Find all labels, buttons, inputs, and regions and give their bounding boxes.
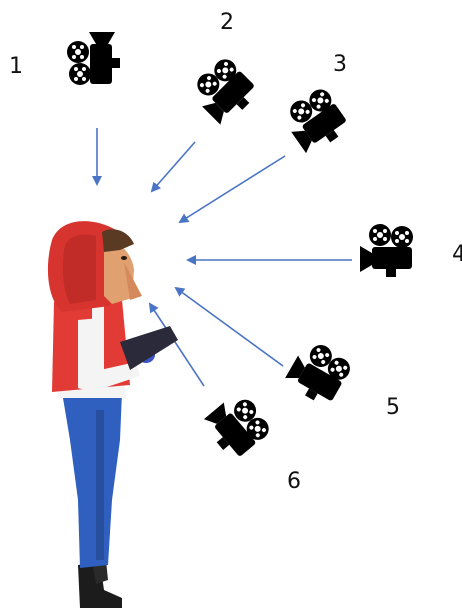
camera-5-icon [283,336,355,408]
camera-4-label: 4 [452,244,462,266]
arrow-camera-2 [152,142,195,191]
camera-6-label: 6 [287,471,301,493]
camera-2-icon [186,53,261,128]
character-figure [48,221,178,608]
camera-5-label: 5 [386,397,400,419]
camera-4-icon [360,224,413,277]
arrow-camera-3 [180,156,285,222]
camera-1-label: 1 [9,56,23,78]
arrow-camera-5 [176,288,283,366]
camera-6-icon [200,388,275,463]
camera-2-label: 2 [220,12,234,34]
camera-3-label: 3 [333,54,347,76]
camera-1-icon [67,32,120,85]
camera-3-icon [279,84,353,158]
